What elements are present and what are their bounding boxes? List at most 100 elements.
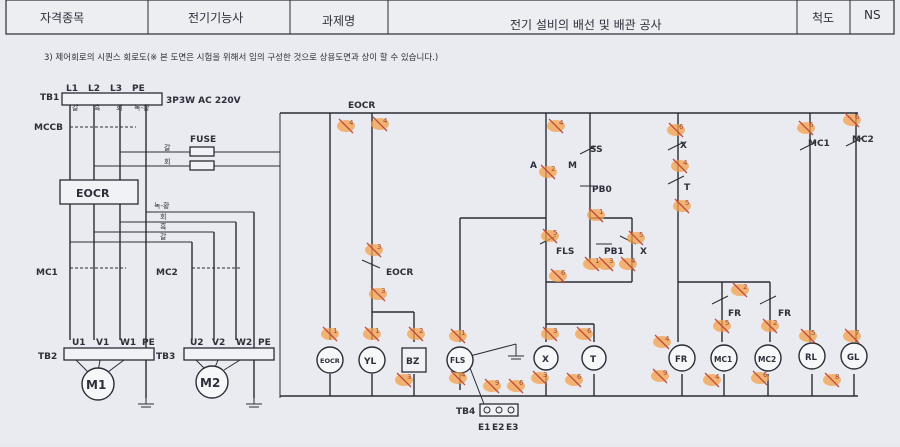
buzzer-bz-label: BZ: [406, 357, 420, 367]
markup-number: 5: [553, 229, 557, 237]
markup-number: 3: [609, 257, 613, 265]
contact-x1: X: [680, 141, 687, 151]
markup-number: 7: [855, 329, 859, 337]
markup-15: 6: [549, 268, 567, 284]
coil-mc2-label: MC2: [758, 355, 776, 364]
scale-label: 척도: [812, 11, 834, 25]
fuse-color-2: 회: [164, 158, 170, 166]
markup-17: 5: [627, 230, 645, 246]
markup-number: 3: [377, 243, 381, 251]
markup-number: 5: [685, 199, 689, 207]
tb3-label: TB3: [156, 352, 175, 362]
markup-35: 7: [843, 328, 861, 344]
eocr-main-contact: EOCR: [348, 101, 375, 111]
markup-28: 2: [731, 282, 749, 298]
markup-20: 3: [541, 326, 559, 342]
motor-m2-label: M2: [200, 376, 220, 390]
markup-13: 1: [587, 207, 605, 223]
markup-number: 6: [809, 121, 814, 129]
markup-number: 6: [679, 123, 684, 131]
markup-number: 5: [639, 231, 643, 239]
markup-7: 1: [363, 326, 381, 342]
scale-value: NS: [864, 8, 881, 22]
markup-2: 4: [371, 116, 389, 132]
lamp-gl-label: GL: [847, 353, 860, 363]
markup-39: 6: [507, 378, 525, 394]
tb2-pe: PE: [142, 338, 155, 348]
contact-mc2: MC2: [852, 135, 874, 145]
markup-number: 4: [461, 371, 466, 379]
markup-number: 3: [407, 373, 411, 381]
supply-spec: 3P3W AC 220V: [166, 96, 241, 106]
timer-t-label: T: [590, 355, 597, 365]
pushbutton-pb0: PB0: [592, 185, 612, 195]
lamp-rl: RL: [798, 342, 826, 370]
phase-l1: L1: [66, 84, 78, 94]
tb4-e2: E2: [492, 423, 504, 433]
pushbutton-pb1: PB1: [604, 247, 624, 257]
markup-number: 6: [519, 379, 524, 387]
lamp-gl: GL: [840, 342, 868, 370]
tb2-label: TB2: [38, 352, 57, 362]
relay-x: X: [533, 345, 559, 371]
tb3-pe: PE: [258, 338, 271, 348]
markup-number: 3: [543, 371, 547, 379]
coil-mc1: MC1: [710, 344, 738, 372]
markup-32: 6: [797, 120, 815, 136]
phase-l3: L3: [110, 84, 122, 94]
contact-fr2: FR: [778, 309, 791, 319]
markup-23: 6: [667, 122, 685, 138]
motor-m2: [195, 365, 229, 399]
tb3-v2: V2: [212, 338, 225, 348]
markup-38: 6: [565, 372, 583, 388]
subject-label: 자격종목: [40, 11, 84, 25]
subject-value: 전기기능사: [188, 11, 243, 25]
markup-27: 4: [703, 372, 721, 388]
fuse-color-1: 갈: [164, 144, 171, 152]
float-switch-fls: FLS: [446, 346, 474, 374]
bus-color-2: 회: [160, 213, 166, 221]
markup-number: 4: [631, 257, 636, 265]
markup-8: 1: [449, 328, 467, 344]
title-block: 자격종목 전기기능사 과제명 전기 설비의 배선 및 배관 공사 척도 NS: [5, 0, 895, 35]
markup-number: 6: [763, 371, 768, 379]
markup-number: 1: [461, 329, 465, 337]
markup-number: 3: [553, 327, 557, 335]
wire-color-2: 흑: [94, 103, 101, 112]
markup-3: 3: [365, 242, 383, 258]
markup-24: 4: [671, 158, 689, 174]
markup-19: 4: [619, 256, 637, 272]
fuse-2: [189, 160, 215, 171]
markup-34: 5: [799, 328, 817, 344]
markup-12: 2: [539, 164, 557, 180]
task-value: 전기 설비의 배선 및 배관 공사: [510, 18, 662, 32]
markup-number: 2: [773, 319, 777, 327]
markup-number: 4: [383, 117, 388, 125]
lamp-yl-label: YL: [363, 357, 377, 367]
markup-5: 2: [407, 326, 425, 342]
tb4-block: [479, 403, 519, 417]
markup-1: 4: [337, 118, 355, 134]
markup-11: 4: [547, 118, 565, 134]
mc1-label: MC1: [36, 268, 58, 278]
tb1-block: [61, 92, 163, 106]
markup-number: 1: [375, 327, 379, 335]
markup-number: 6: [577, 373, 582, 381]
markup-25: 5: [673, 198, 691, 214]
eocr-unit: [59, 179, 139, 205]
tb1-label: TB1: [40, 93, 59, 103]
wire-color-1: 갈: [72, 104, 79, 112]
mc2-label: MC2: [156, 268, 178, 278]
markup-18: 1: [583, 256, 601, 272]
lamp-rl-label: RL: [805, 353, 818, 363]
markup-29: 5: [713, 318, 731, 334]
markup-number: 6: [587, 327, 592, 335]
markup-number: 9: [495, 379, 499, 387]
eocr-unit-label: EOCR: [76, 187, 110, 200]
coil-mc2: MC2: [754, 344, 782, 372]
drawing-note: 3) 제어회로의 시퀀스 회로도(※ 본 도면은 시험을 위해서 임의 구성한 …: [44, 52, 438, 63]
tb2-block: [63, 347, 155, 361]
phase-pe: PE: [132, 84, 145, 94]
markup-number: 4: [665, 335, 670, 343]
